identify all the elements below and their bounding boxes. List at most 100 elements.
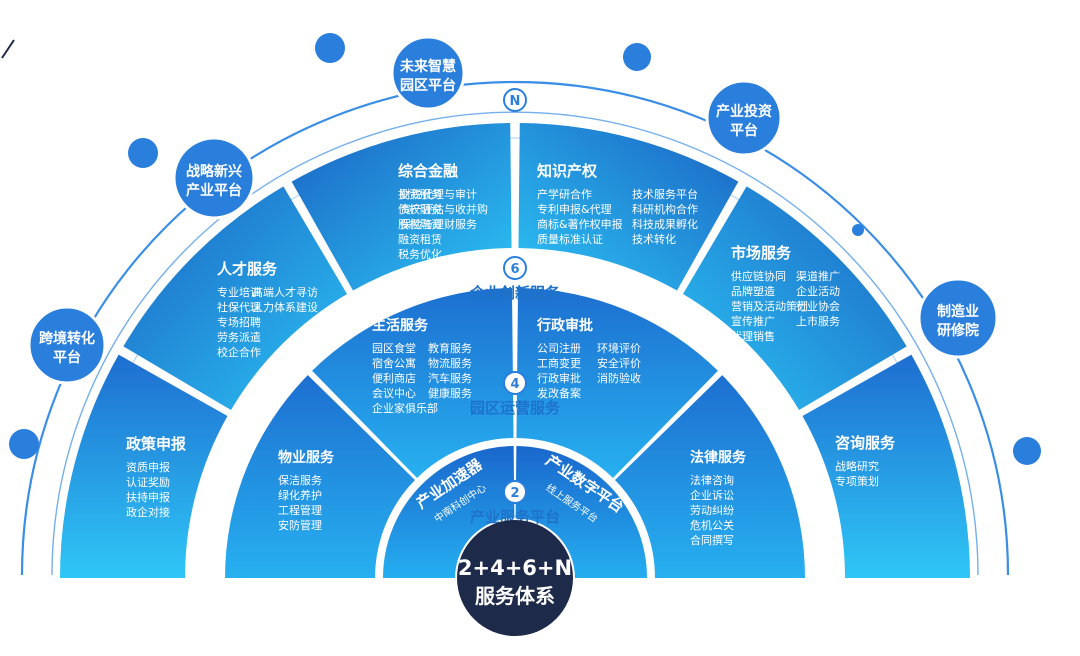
center-title: 2+4+6+N [458, 556, 572, 580]
segment-admin[interactable] [516, 288, 718, 478]
legal-item: 危机公关 [690, 518, 734, 532]
market-item: 企业活动 [796, 284, 840, 298]
policy-item: 资质申报 [126, 460, 170, 474]
policy-item: 扶持申报 [126, 490, 170, 504]
property-item: 工程管理 [278, 503, 322, 517]
platform-2-line1: 战略新兴 [186, 163, 242, 180]
finance-item: 保险与理财服务 [400, 217, 477, 231]
platform-4-line1: 产业投资 [716, 103, 772, 120]
talent-title: 人才服务 [217, 260, 278, 278]
legal-item: 合同撰写 [690, 533, 734, 547]
property-item: 安防管理 [278, 518, 322, 532]
consulting-title: 咨询服务 [835, 434, 896, 452]
finance-item: 融资租赁 [398, 232, 442, 246]
platform-2-line2: 产业平台 [186, 182, 242, 199]
finance-title: 综合金融 [398, 162, 458, 180]
decor-dot [315, 33, 345, 63]
platform-3-line1: 未来智慧 [400, 58, 456, 75]
policy-title: 政策申报 [126, 435, 186, 453]
ip-item: 商标&著作权申报 [537, 217, 623, 231]
finance-item: 投资服务 [398, 187, 442, 201]
segment-life[interactable] [312, 288, 514, 478]
segment-finance[interactable] [291, 123, 512, 291]
decor-dot [1013, 437, 1041, 465]
ring-n-badge: N [503, 88, 527, 112]
market-item: 品牌塑造 [731, 284, 775, 298]
segment-policy[interactable] [60, 354, 228, 578]
life-item: 宿舍公寓 [372, 356, 416, 370]
decor-dot [9, 429, 39, 459]
ring-4-badge-text: 4 [510, 377, 519, 392]
legal-item: 劳动纠纷 [690, 504, 734, 517]
market-item: 渠道推广 [796, 269, 840, 283]
market-item: 上市服务 [796, 314, 840, 328]
ring-6-label: 企业创新服务 [469, 284, 561, 302]
ring-4-label: 园区运营服务 [470, 399, 561, 417]
ip-item: 质量标准认证 [537, 232, 603, 246]
platform-3-line2: 园区平台 [400, 77, 456, 94]
finance-item: 股权融资 [398, 218, 442, 231]
market-item: 营销及活动策划 [731, 299, 808, 313]
policy-item: 认证奖励 [126, 475, 170, 489]
legal-item: 法律咨询 [690, 473, 734, 487]
decor-dot [852, 224, 864, 236]
ring-2-badge-text: 2 [510, 486, 519, 501]
segment-property[interactable] [225, 375, 415, 578]
ip-item: 产学研合作 [537, 187, 592, 201]
center-core: 2+4+6+N 服务体系 [457, 520, 573, 636]
life-item: 企业家俱乐部 [372, 401, 438, 415]
talent-item: 劳务派遣 [217, 330, 261, 344]
life-item: 便利商店 [372, 371, 416, 385]
ring-2-badge [503, 480, 527, 504]
ip-item: 技术服务平台 [632, 187, 698, 201]
talent-item: 人力体系建设 [252, 300, 318, 314]
consulting-item: 战略研究 [835, 459, 879, 473]
segment-accelerator[interactable] [383, 446, 515, 578]
admin-item: 发改备案 [537, 386, 581, 400]
consulting-item: 专项策划 [835, 474, 879, 488]
admin-item: 消防验收 [597, 371, 641, 385]
ip-item: 技术转化 [632, 232, 676, 246]
segment-market[interactable] [682, 186, 907, 411]
ring-6-badge-text: 6 [510, 262, 519, 277]
ring-6-badge [503, 256, 527, 280]
segment-consulting[interactable] [802, 354, 970, 578]
platform-1-line1: 跨境转化 [39, 330, 95, 347]
segment-digital-platform[interactable] [515, 446, 647, 578]
segment-legal[interactable] [615, 375, 805, 578]
segment-ip[interactable] [518, 123, 739, 291]
admin-item: 安全评价 [597, 356, 641, 370]
finance-item: 债权融资 [398, 202, 442, 216]
platform-5-line2: 研修院 [937, 322, 979, 339]
life-item: 汽车服务 [428, 371, 472, 385]
ip-item: 专利申报&代理 [537, 202, 612, 216]
admin-title: 行政审批 [536, 317, 593, 334]
platform-1-line2: 平台 [53, 349, 81, 366]
life-item: 物流服务 [428, 356, 472, 370]
ip-item: 科技成果孵化 [632, 217, 698, 231]
talent-item: 校企合作 [217, 345, 261, 359]
admin-item: 工商变更 [537, 356, 581, 370]
platform-5-line1: 制造业 [937, 303, 979, 320]
market-item: 代理销售 [731, 329, 775, 343]
legal-title: 法律服务 [690, 449, 747, 466]
talent-item: 高端人才寻访 [252, 285, 318, 299]
finance-item: 财税代理与审计 [400, 187, 477, 201]
policy-item: 政企对接 [126, 505, 170, 519]
market-item: 行业协会 [796, 299, 840, 313]
property-item: 绿化养护 [278, 488, 322, 502]
ring-2-label: 产业服务平台 [470, 508, 560, 526]
life-item: 园区食堂 [372, 341, 416, 355]
segment-talent[interactable] [123, 186, 348, 411]
ip-title: 知识产权 [537, 162, 598, 180]
market-item: 宣传推广 [731, 314, 775, 328]
life-item: 健康服务 [428, 386, 472, 400]
finance-item: 资产评估与收并购 [400, 202, 488, 216]
life-item: 教育服务 [428, 341, 472, 355]
